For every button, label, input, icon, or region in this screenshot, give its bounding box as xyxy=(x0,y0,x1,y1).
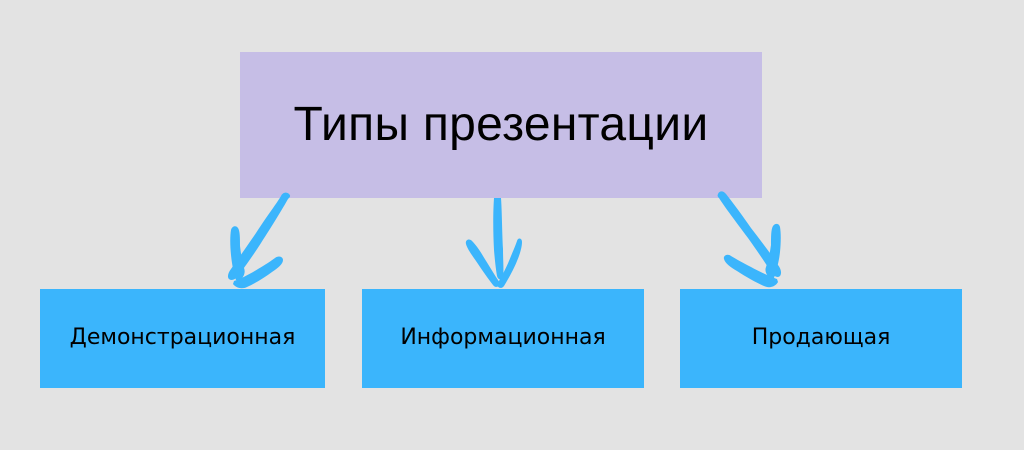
arrow-head-barb-a-right xyxy=(765,223,781,279)
arrow-head-barb-a-middle xyxy=(465,239,500,287)
leaf-node-label-1: Демонстрационная xyxy=(69,325,296,351)
arrow-to-informacionnaya xyxy=(465,198,522,288)
arrow-head-barb-b-left xyxy=(233,256,283,289)
leaf-node-label-3: Продающая xyxy=(751,325,891,351)
arrow-head-barb-a-left xyxy=(230,226,245,280)
arrow-shaft-left xyxy=(227,192,291,280)
arrow-head-barb-b-right xyxy=(723,254,778,288)
leaf-node-prodayushchaya[interactable]: Продающая xyxy=(680,289,962,388)
arrow-to-demonstracionnaya xyxy=(227,192,291,289)
arrow-shaft-right xyxy=(717,191,782,277)
arrow-shaft-middle xyxy=(493,198,504,280)
leaf-node-informacionnaya[interactable]: Информационная xyxy=(362,289,644,388)
leaf-node-demonstracionnaya[interactable]: Демонстрационная xyxy=(40,289,325,388)
leaf-node-label-2: Информационная xyxy=(400,325,606,351)
root-node-label: Типы презентации xyxy=(293,97,709,151)
arrow-head-barb-b-middle xyxy=(497,238,522,288)
arrow-to-prodayushchaya xyxy=(717,191,782,288)
root-node-types-of-presentation[interactable]: Типы презентации xyxy=(240,52,762,198)
